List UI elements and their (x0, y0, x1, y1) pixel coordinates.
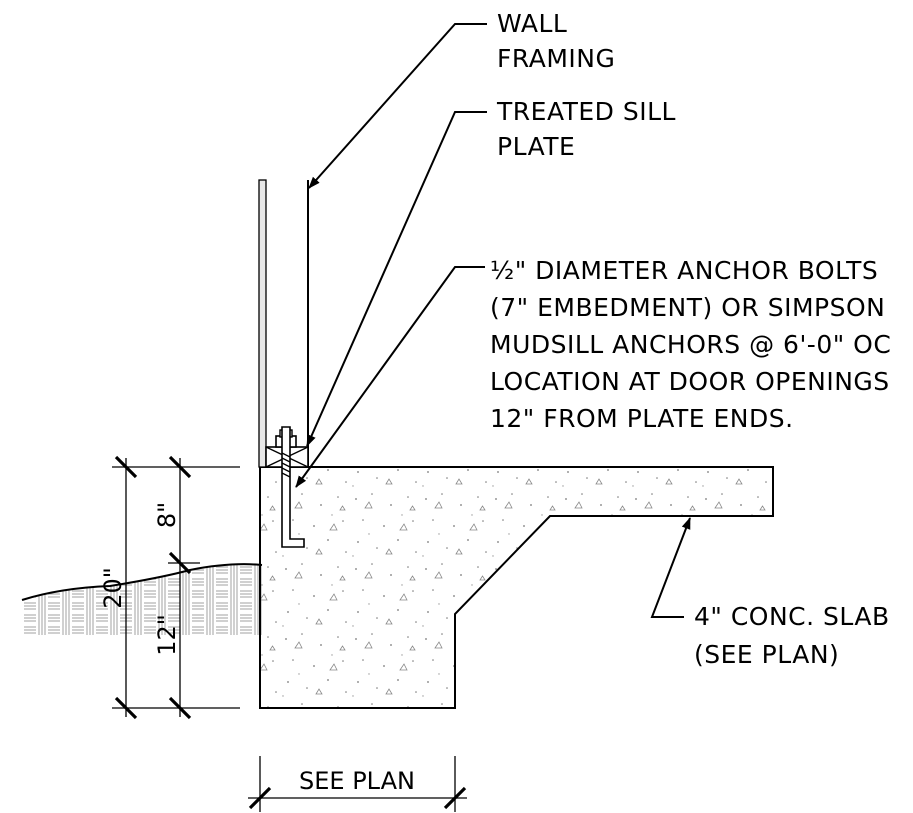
dim-12-label: 12" (153, 614, 181, 656)
wall-framing-leader (308, 23, 487, 189)
svg-text:PLATE: PLATE (497, 132, 575, 161)
svg-text:TREATED SILL: TREATED SILL (496, 97, 676, 126)
leader-lines (295, 23, 691, 618)
grade-line (21, 563, 263, 601)
svg-text:(SEE PLAN): (SEE PLAN) (694, 640, 839, 669)
svg-text:4" CONC. SLAB: 4" CONC. SLAB (694, 602, 890, 631)
anchor-bolt-leader (295, 266, 485, 488)
conc-slab-label: 4" CONC. SLAB (SEE PLAN) (694, 602, 890, 669)
wall-sheathing (258, 179, 267, 468)
treated-sill-plate-label: TREATED SILL PLATE (496, 97, 676, 161)
soil-grade (21, 563, 263, 635)
anchor-bolt-note: ½" DIAMETER ANCHOR BOLTS (7" EMBEDMENT) … (490, 256, 891, 433)
svg-text:LOCATION AT DOOR OPENINGS: LOCATION AT DOOR OPENINGS (490, 367, 890, 396)
svg-text:12" FROM PLATE ENDS.: 12" FROM PLATE ENDS. (490, 404, 794, 433)
concrete-footing (259, 466, 774, 709)
svg-text:FRAMING: FRAMING (497, 44, 615, 73)
sill-plate-leader (306, 111, 487, 447)
see-plan-label: SEE PLAN (299, 767, 415, 795)
anchor-bolt (275, 426, 305, 548)
svg-text:WALL: WALL (497, 9, 567, 38)
svg-text:(7" EMBEDMENT) OR SIMPSON: (7" EMBEDMENT) OR SIMPSON (490, 293, 885, 322)
conc-slab-leader (650, 517, 691, 618)
svg-text:½" DIAMETER ANCHOR BOLTS: ½" DIAMETER ANCHOR BOLTS (490, 256, 878, 285)
svg-text:MUDSILL ANCHORS @ 6'-0" OC: MUDSILL ANCHORS @ 6'-0" OC (490, 330, 891, 359)
wall-framing-label: WALL FRAMING (497, 9, 615, 73)
dim-20-label: 20" (99, 567, 127, 609)
wall-framing (258, 179, 309, 468)
horizontal-dimension: SEE PLAN (248, 756, 467, 812)
dim-8-label: 8" (153, 502, 181, 528)
vertical-dimensions: 20" 8" 12" (99, 455, 240, 720)
